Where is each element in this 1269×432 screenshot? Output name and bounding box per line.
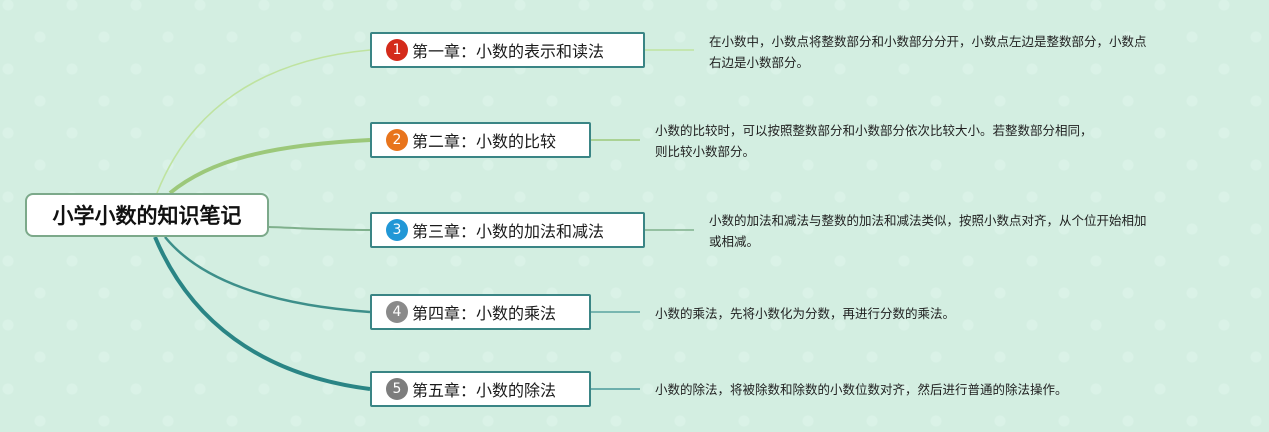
root-topic[interactable]: 小学小数的知识笔记 xyxy=(25,193,269,237)
priority-badge-icon: 1 xyxy=(386,39,408,61)
chapter-label: 第三章：小数的加法和减法 xyxy=(412,222,605,241)
priority-badge-icon: 5 xyxy=(386,378,408,400)
branch-line-1 xyxy=(156,49,371,194)
chapter-note-4[interactable]: 小数的乘法，先将小数化为分数，再进行分数的乘法。 xyxy=(655,306,956,321)
chapter-label: 第五章：小数的除法 xyxy=(412,381,557,400)
chapter-topic-3[interactable]: 3 第三章：小数的加法和减法 xyxy=(370,212,645,248)
chapter-topic-5[interactable]: 5 第五章：小数的除法 xyxy=(370,371,591,407)
priority-badge-icon: 2 xyxy=(386,129,408,151)
branch-line-2 xyxy=(168,138,371,195)
branch-line-5 xyxy=(153,236,371,391)
branch-line-3 xyxy=(268,226,371,231)
chapter-label: 第四章：小数的乘法 xyxy=(412,304,557,323)
priority-badge-icon: 4 xyxy=(386,301,408,323)
chapter-label: 第二章：小数的比较 xyxy=(412,132,557,151)
chapter-note-5[interactable]: 小数的除法，将被除数和除数的小数位数对齐，然后进行普通的除法操作。 xyxy=(655,382,1068,397)
chapter-topic-4[interactable]: 4 第四章：小数的乘法 xyxy=(370,294,591,330)
chapter-note-2[interactable]: 小数的比较时，可以按照整数部分和小数部分依次比较大小。若整数部分相同， 则比较小… xyxy=(655,123,1093,159)
chapter-topic-1[interactable]: 1 第一章：小数的表示和读法 xyxy=(370,32,645,68)
chapter-topic-2[interactable]: 2 第二章：小数的比较 xyxy=(370,122,591,158)
branch-line-4 xyxy=(164,236,371,314)
priority-badge-icon: 3 xyxy=(386,219,408,241)
chapter-note-3[interactable]: 小数的加法和减法与整数的加法和减法类似，按照小数点对齐，从个位开始相加 或相减。 xyxy=(709,213,1147,249)
chapter-note-1[interactable]: 在小数中，小数点将整数部分和小数部分分开，小数点左边是整数部分，小数点 右边是小… xyxy=(709,34,1147,70)
chapter-label: 第一章：小数的表示和读法 xyxy=(412,42,605,61)
